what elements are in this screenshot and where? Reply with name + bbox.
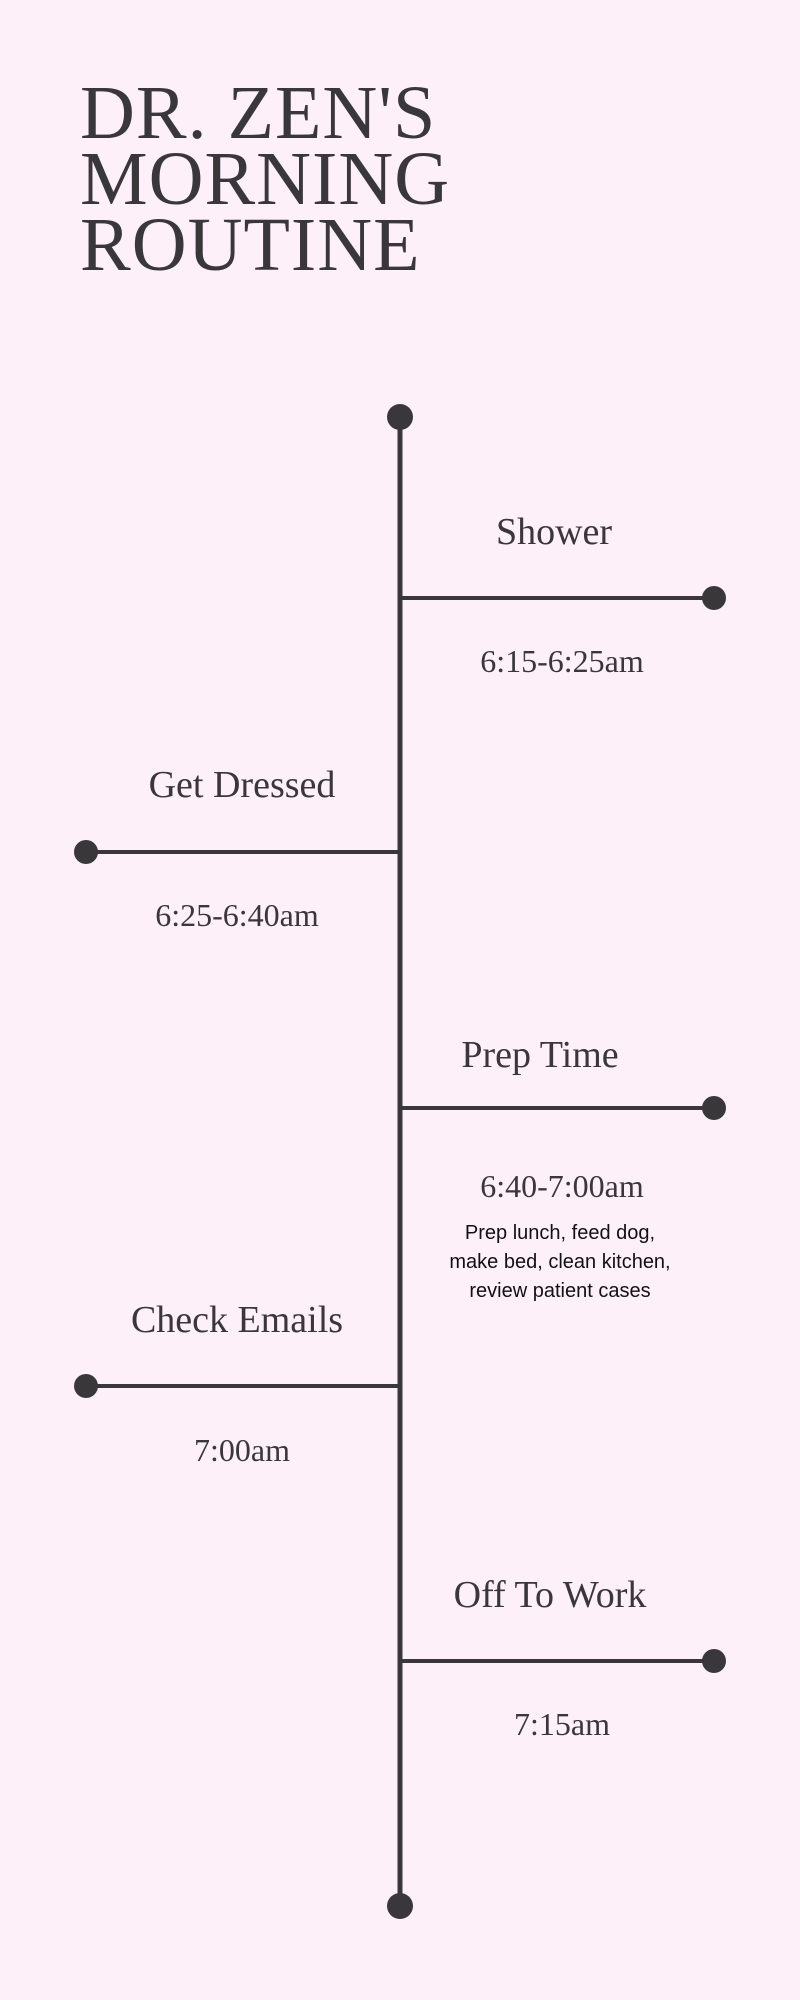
event-label-prep-time: Prep Time: [461, 1034, 619, 1076]
timeline-end-dot: [387, 1893, 413, 1919]
event-time-prep-time: 6:40-7:00am: [480, 1168, 644, 1204]
branch-dot-prep-time: [702, 1096, 726, 1120]
event-label-get-dressed: Get Dressed: [148, 764, 336, 806]
timeline-start-dot: [387, 404, 413, 430]
event-note-prep-time: Prep lunch, feed dog, make bed, clean ki…: [449, 1222, 671, 1302]
event-label-check-emails: Check Emails: [130, 1299, 344, 1341]
title-line-3: ROUTINE: [80, 203, 421, 287]
event-time-check-emails: 7:00am: [194, 1432, 290, 1468]
branch-dot-off-to-work: [702, 1649, 726, 1673]
branch-dot-shower: [702, 586, 726, 610]
event-time-off-to-work: 7:15am: [514, 1706, 610, 1742]
branch-dot-check-emails: [74, 1374, 98, 1398]
title-line-1: DR. ZEN'S: [80, 71, 437, 155]
event-time-get-dressed: 6:25-6:40am: [155, 897, 319, 933]
event-label-off-to-work: Off To Work: [453, 1574, 647, 1616]
branch-dot-get-dressed: [74, 840, 98, 864]
title-line-2: MORNING: [80, 137, 451, 221]
page-title: DR. ZEN'S MORNING ROUTINE: [80, 71, 451, 287]
event-label-shower: Shower: [495, 511, 613, 553]
event-time-shower: 6:15-6:25am: [480, 643, 644, 679]
